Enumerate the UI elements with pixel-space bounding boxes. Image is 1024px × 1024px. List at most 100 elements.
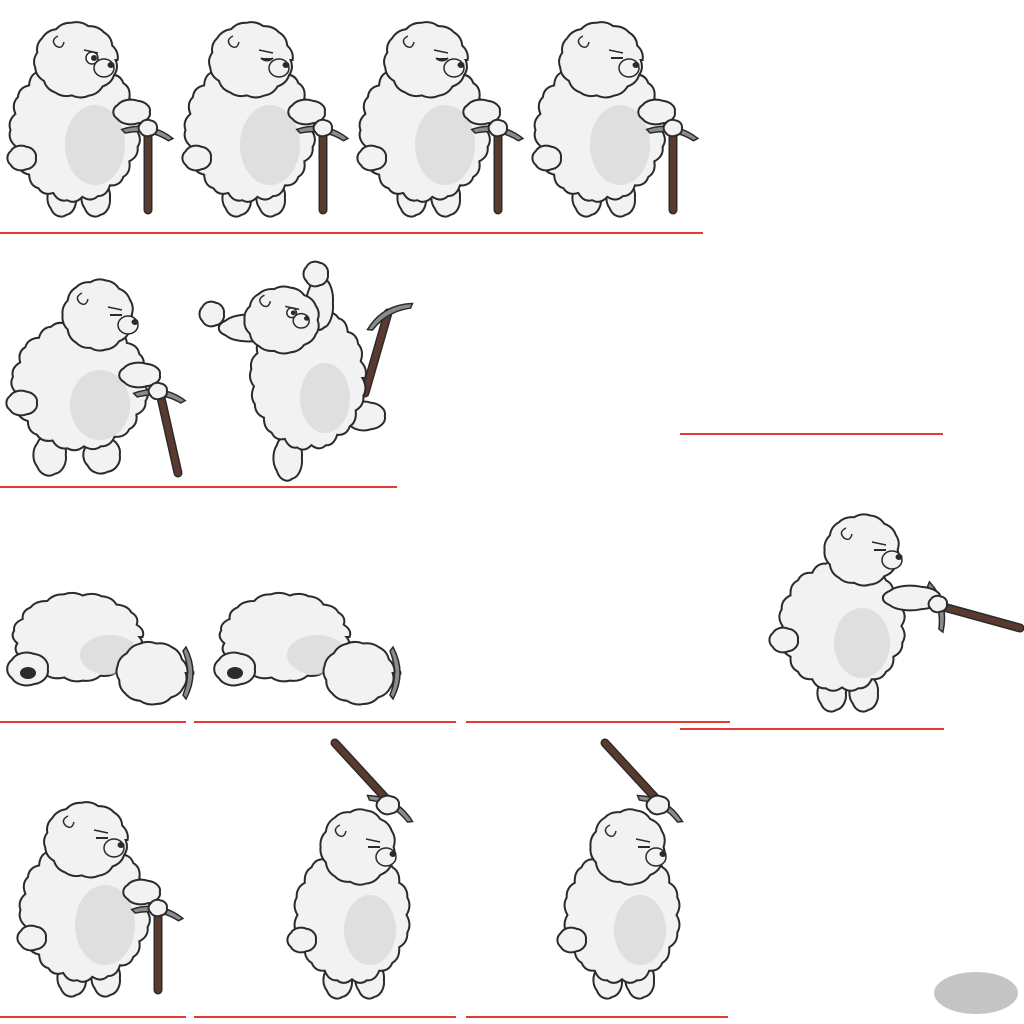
sprite-overhead xyxy=(286,738,414,1000)
nose xyxy=(457,62,465,68)
arm xyxy=(181,144,213,172)
nose xyxy=(895,554,903,560)
sprite-lying xyxy=(6,591,195,706)
fur-shading xyxy=(614,895,666,965)
brow xyxy=(285,305,300,311)
pickaxe-handle xyxy=(937,603,1023,631)
indicator-dot xyxy=(934,972,1018,1014)
pickaxe-handle xyxy=(362,310,391,396)
head xyxy=(558,21,644,99)
head xyxy=(61,278,134,352)
paw xyxy=(137,118,159,138)
arm xyxy=(531,144,563,172)
paw-pad xyxy=(20,667,36,679)
nose xyxy=(107,62,115,68)
brow xyxy=(433,49,449,54)
pickaxe-blade xyxy=(366,302,414,331)
frame-baseline xyxy=(680,433,943,435)
sprite-frame-idle-2 xyxy=(175,10,350,220)
arm xyxy=(356,144,388,172)
sprite-thrust xyxy=(768,513,1024,713)
sprite-frame-walk xyxy=(0,275,195,485)
arm xyxy=(881,584,942,612)
paw xyxy=(927,594,949,614)
sprite-stand-cane xyxy=(6,21,175,218)
head xyxy=(43,801,129,879)
sprite-frame-idle-3 xyxy=(350,10,525,220)
sprite-overhead xyxy=(556,738,684,1000)
nose xyxy=(117,842,125,848)
ear-curl xyxy=(402,35,415,49)
paw xyxy=(645,794,671,816)
brow xyxy=(93,829,109,834)
sprite-frame-idle-4 xyxy=(525,10,700,220)
fur-shading xyxy=(344,895,396,965)
sprite-frame-overhead-2 xyxy=(550,735,700,1000)
sprite-frame-thrust xyxy=(762,508,1024,718)
ear-curl xyxy=(840,527,853,541)
head xyxy=(33,21,119,99)
sprite-frame-jump xyxy=(190,258,420,483)
sprite-frame-lying-2 xyxy=(207,585,412,715)
head xyxy=(589,808,666,886)
fur-shading xyxy=(415,105,475,185)
fur-shading xyxy=(240,105,300,185)
brow xyxy=(258,49,274,54)
eye xyxy=(260,57,274,62)
frame-baseline xyxy=(466,721,730,723)
ear-curl xyxy=(227,35,240,49)
paw xyxy=(198,300,226,328)
pickaxe-handle xyxy=(332,740,395,808)
fur-shading xyxy=(300,363,350,433)
pickaxe-handle xyxy=(602,740,665,808)
sprite-walk xyxy=(5,278,187,478)
brow xyxy=(871,541,887,546)
arm xyxy=(556,926,588,954)
arm xyxy=(5,389,39,417)
brow xyxy=(635,838,651,843)
sprite-stand-cane xyxy=(181,21,350,218)
pupil xyxy=(91,55,97,61)
head xyxy=(823,513,900,587)
pickaxe-head xyxy=(366,302,414,331)
head xyxy=(383,21,469,99)
ear-curl xyxy=(604,824,617,838)
sprite-frame-lying-1 xyxy=(0,585,205,715)
ear-curl xyxy=(334,824,347,838)
frame-baseline xyxy=(680,728,944,730)
paw-pad xyxy=(227,667,243,679)
head xyxy=(322,640,396,706)
ear-curl xyxy=(577,35,590,49)
nose xyxy=(131,319,139,325)
fur-shading xyxy=(75,885,135,965)
sprite-jump-cheer xyxy=(198,260,414,482)
paw xyxy=(147,381,169,401)
pickaxe-handle xyxy=(157,390,181,476)
paw xyxy=(302,260,330,288)
fur-shading xyxy=(590,105,650,185)
frame-baseline xyxy=(466,1016,728,1018)
fur-shading xyxy=(70,370,130,440)
fur-shading xyxy=(834,608,890,678)
head xyxy=(319,808,396,886)
frame-baseline xyxy=(194,721,456,723)
head xyxy=(208,21,294,99)
brow xyxy=(608,49,624,54)
ear-curl xyxy=(52,35,65,49)
frame-baseline xyxy=(194,1016,456,1018)
paw xyxy=(312,118,334,138)
paw xyxy=(662,118,684,138)
arm xyxy=(16,924,48,952)
paw xyxy=(487,118,509,138)
sprite-lying xyxy=(213,591,402,706)
ear-curl xyxy=(259,294,272,308)
sprite-stand-cane xyxy=(531,21,700,218)
nose xyxy=(282,62,290,68)
pupil xyxy=(290,310,296,316)
sprite-stand-cane xyxy=(356,21,525,218)
sprite-frame-overhead-1 xyxy=(280,735,430,1000)
arm xyxy=(286,926,318,954)
eye xyxy=(435,57,449,62)
brow xyxy=(83,49,99,54)
paw xyxy=(147,898,169,918)
